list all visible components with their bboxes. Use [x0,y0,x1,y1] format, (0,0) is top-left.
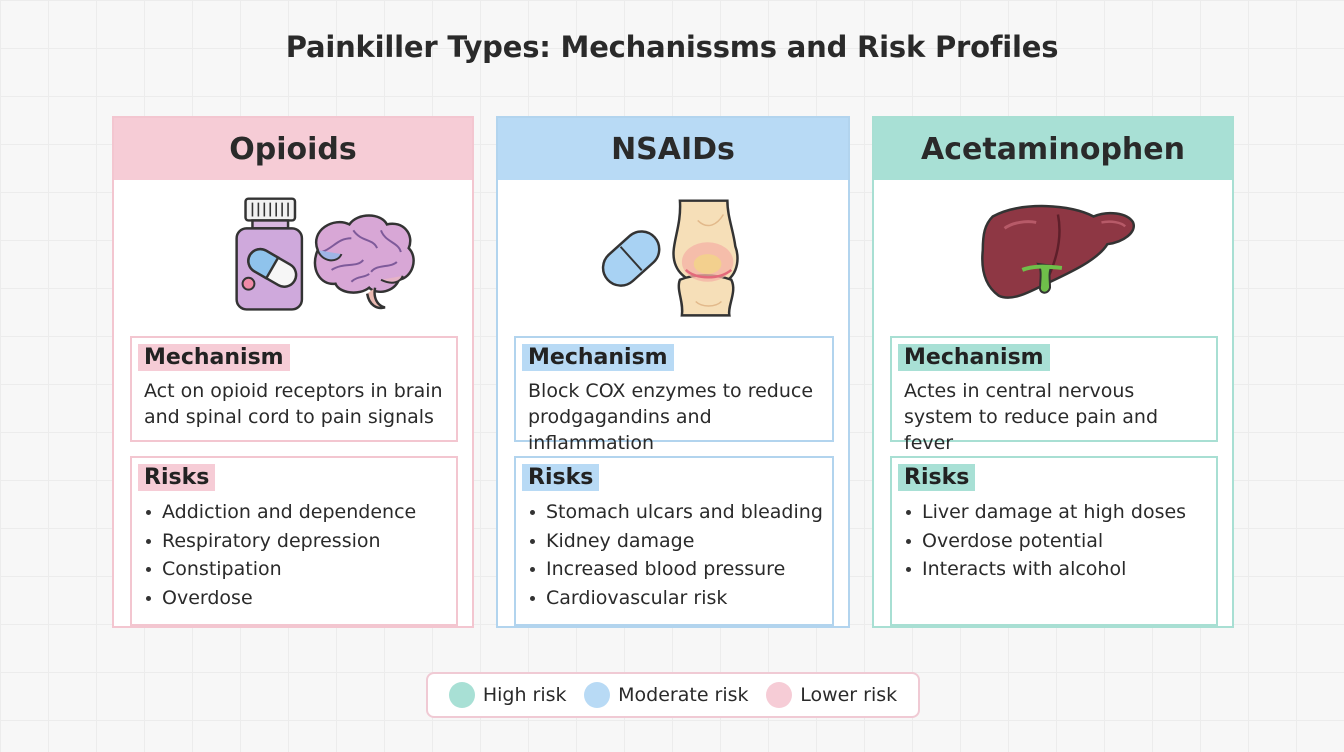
page-title: Painkiller Types: Mechanissms and Risk P… [285,30,1059,64]
legend-item-high-risk: High risk [448,682,567,708]
risk-list: Stomach ulcars and bleading Kidney damag… [528,498,823,612]
legend-item-moderate-risk: Moderate risk [584,682,749,708]
risk-item: Interacts with alcohol [904,555,1186,584]
risk-item: Addiction and dependence [144,498,416,527]
risks-label: Risks [522,464,600,491]
pill-knee-joint-icon [601,199,739,317]
legend-swatch [766,682,793,708]
mechanism-label: Mechanism [898,344,1050,371]
legend-swatch [584,682,611,708]
risks-label: Risks [138,464,216,491]
risks-box: Risks Addiction and dependence Respirato… [130,456,458,626]
legend-label: Moderate risk [618,684,749,706]
legend-label: Lower risk [800,684,898,706]
risk-item: Cardiovascular risk [528,584,823,613]
risk-item: Stomach ulcars and bleading [528,498,823,527]
mechanism-text: Actes in central nervous system to reduc… [904,380,1159,454]
column-nsaids: NSAIDs Mechanism Block COX enzymes to re… [496,116,850,628]
mechanism-box: Mechanism Block COX enzymes to reduce pr… [514,336,834,454]
mechanism-label: Mechanism [138,344,290,371]
column-header: Acetaminophen [874,118,1232,180]
risk-item: Liver damage at high doses [904,498,1186,527]
legend-label: High risk [482,684,567,706]
mechanism-box: Mechanism Act on opioid receptors in bra… [130,336,458,442]
liver-icon [981,204,1136,299]
column-header: NSAIDs [498,118,848,180]
risk-item: Kidney damage [528,527,823,556]
mechanism-text: Block COX enzymes to reduce prodgagandin… [528,380,814,454]
risks-box: Risks Stomach ulcars and bleading Kidney… [514,456,834,626]
legend-swatch [448,682,475,708]
risk-item: Constipation [144,555,416,584]
risks-label: Risks [898,464,976,491]
mechanism-label: Mechanism [522,344,674,371]
risk-item: Overdose [144,584,416,613]
risk-item: Overdose potential [904,527,1186,556]
mechanism-text: Act on opioid receptors in brain and spi… [144,380,443,428]
legend: High risk Moderate risk Lower risk [426,672,920,718]
column-acetaminophen: Acetaminophen Mechanism Actes in central… [872,116,1234,628]
column-header: Opioids [114,118,472,180]
risk-item: Respiratory depression [144,527,416,556]
mechanism-box: Mechanism Actes in central nervous syste… [890,336,1218,454]
legend-item-lower-risk: Lower risk [766,682,897,708]
risk-item: Increased blood pressure [528,555,823,584]
column-opioids: Opioids Mechanism Act on opioid receptor… [112,116,474,628]
risks-box: Risks Liver damage at high doses Overdos… [890,456,1218,626]
risk-list: Liver damage at high doses Overdose pote… [904,498,1186,584]
risk-list: Addiction and dependence Respiratory dep… [144,498,416,612]
pill-bottle-brain-icon [235,197,415,311]
